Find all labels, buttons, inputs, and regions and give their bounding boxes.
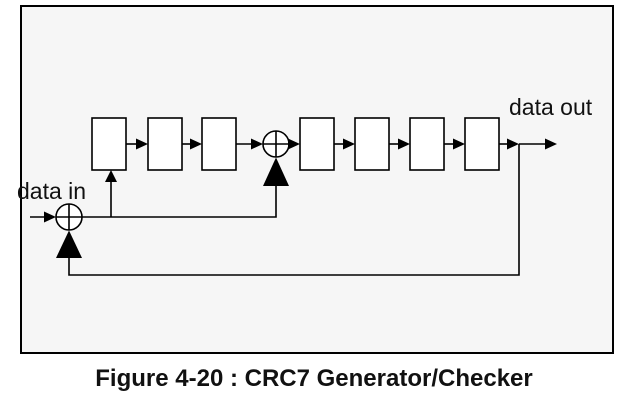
arrowhead-right-icon: [44, 211, 56, 223]
data-out-wire: [499, 138, 557, 150]
register-box-2: [147, 117, 183, 171]
arrowhead-right-icon: [398, 138, 410, 150]
input-xor-output-wire: [82, 157, 289, 218]
arrowhead-right-icon: [453, 138, 465, 150]
arrowhead-right-icon: [136, 138, 148, 150]
register-box-5: [354, 117, 390, 171]
arrowhead-up-icon: [105, 170, 117, 182]
register-box-6: [409, 117, 445, 171]
arrowhead-right-icon: [343, 138, 355, 150]
chain-connectors: [126, 138, 465, 150]
data-out-label: data out: [509, 94, 593, 120]
xor-gate-tap: [262, 130, 290, 158]
feedback-wire: [56, 144, 520, 276]
arrowhead-right-icon: [288, 138, 300, 150]
arrowhead-right-icon: [251, 138, 263, 150]
register-box-3: [201, 117, 237, 171]
register-chain: [91, 117, 500, 171]
data-in-label: data in: [17, 178, 86, 204]
register-box-1: [91, 117, 127, 171]
figure-caption: Figure 4-20 : CRC7 Generator/Checker: [95, 365, 532, 392]
signal-line: [68, 144, 520, 276]
arrowhead-up-large-icon: [263, 157, 289, 186]
xor-gate-input: [55, 203, 83, 231]
data-in-wire: [30, 211, 56, 223]
diagram-panel: [20, 5, 614, 354]
arrowhead-right-icon: [545, 138, 557, 150]
arrowhead-up-large-icon: [56, 230, 82, 258]
register-box-4: [299, 117, 335, 171]
arrowhead-right-icon: [190, 138, 202, 150]
arrowhead-right-icon: [507, 138, 519, 150]
signal-line: [82, 186, 277, 218]
register-box-7: [464, 117, 500, 171]
